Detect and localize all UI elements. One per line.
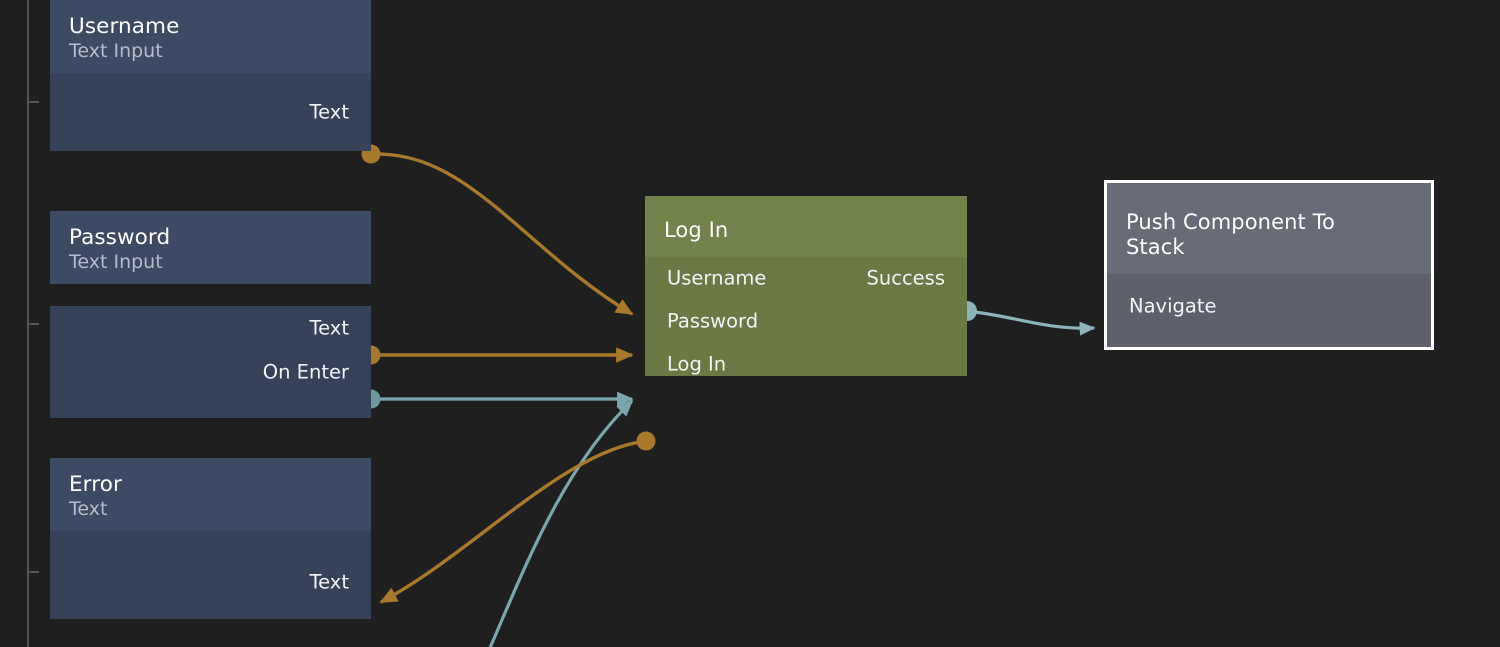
node-username[interactable]: Username Text Input Text [50,0,371,151]
node-password-subtitle: Text Input [69,251,163,274]
node-password-body: Text On Enter [50,305,371,418]
node-username-title: Username [69,14,180,39]
port-label-login-password: Password [667,309,759,333]
node-error-subtitle: Text [69,498,108,521]
port-dot-login-errormessage[interactable] [636,431,656,451]
port-label-login-success: Success [866,266,946,290]
port-label-password-onenter: On Enter [262,360,349,384]
port-row-login-password[interactable]: Password [645,300,967,343]
node-login-header[interactable]: Log In [645,196,967,257]
node-password-header[interactable]: Password Text Input [50,211,371,284]
wire-username-text-to-login-username [377,152,634,316]
node-error-title: Error [69,472,122,497]
node-push-component-to-stack[interactable]: Push Component To Stack Navigate [1104,180,1434,350]
ruler-tick-1 [29,101,39,103]
node-password-title: Password [69,225,171,250]
port-row-password-onenter[interactable]: On Enter [50,350,371,394]
wire-login-success-to-push-navigate [974,310,1096,336]
ruler-tick-3 [29,571,39,573]
node-error-body: Text [50,530,371,619]
port-row-username-text[interactable]: Text [50,73,371,151]
ruler-guide-vertical [27,0,29,647]
node-login-title: Log In [664,218,729,242]
node-password[interactable]: Password Text Input Text On Enter [50,211,371,418]
port-row-error-text[interactable]: Text [50,531,371,619]
node-error[interactable]: Error Text Text [50,458,371,619]
port-row-login-login[interactable]: Log In [645,343,967,376]
node-login[interactable]: Log In Username Success Password Log In … [645,196,967,376]
port-row-login-username[interactable]: Username Success [645,257,967,300]
port-row-password-text[interactable]: Text [50,306,371,350]
port-label-login-login: Log In [667,352,727,376]
port-label-login-username: Username [667,266,767,290]
node-username-subtitle: Text Input [69,40,163,63]
port-label-password-text: Text [309,316,349,340]
port-label-username-text: Text [309,100,349,124]
wire-login-errormessage-to-error-text [379,440,641,604]
port-row-push-navigate[interactable]: Navigate [1107,274,1431,347]
port-label-push-navigate: Navigate [1129,294,1217,318]
port-label-error-text: Text [309,570,349,594]
wire-offscreen-to-login-login [488,399,634,647]
node-push-body: Navigate [1107,273,1431,347]
node-push-header[interactable]: Push Component To Stack [1107,183,1431,274]
node-username-header[interactable]: Username Text Input [50,0,371,73]
node-login-body: Username Success Password Log In Error M… [645,256,967,376]
node-error-header[interactable]: Error Text [50,458,371,531]
node-push-title: Push Component To Stack [1126,210,1342,259]
node-username-body: Text [50,72,371,151]
ruler-tick-2 [29,323,39,325]
